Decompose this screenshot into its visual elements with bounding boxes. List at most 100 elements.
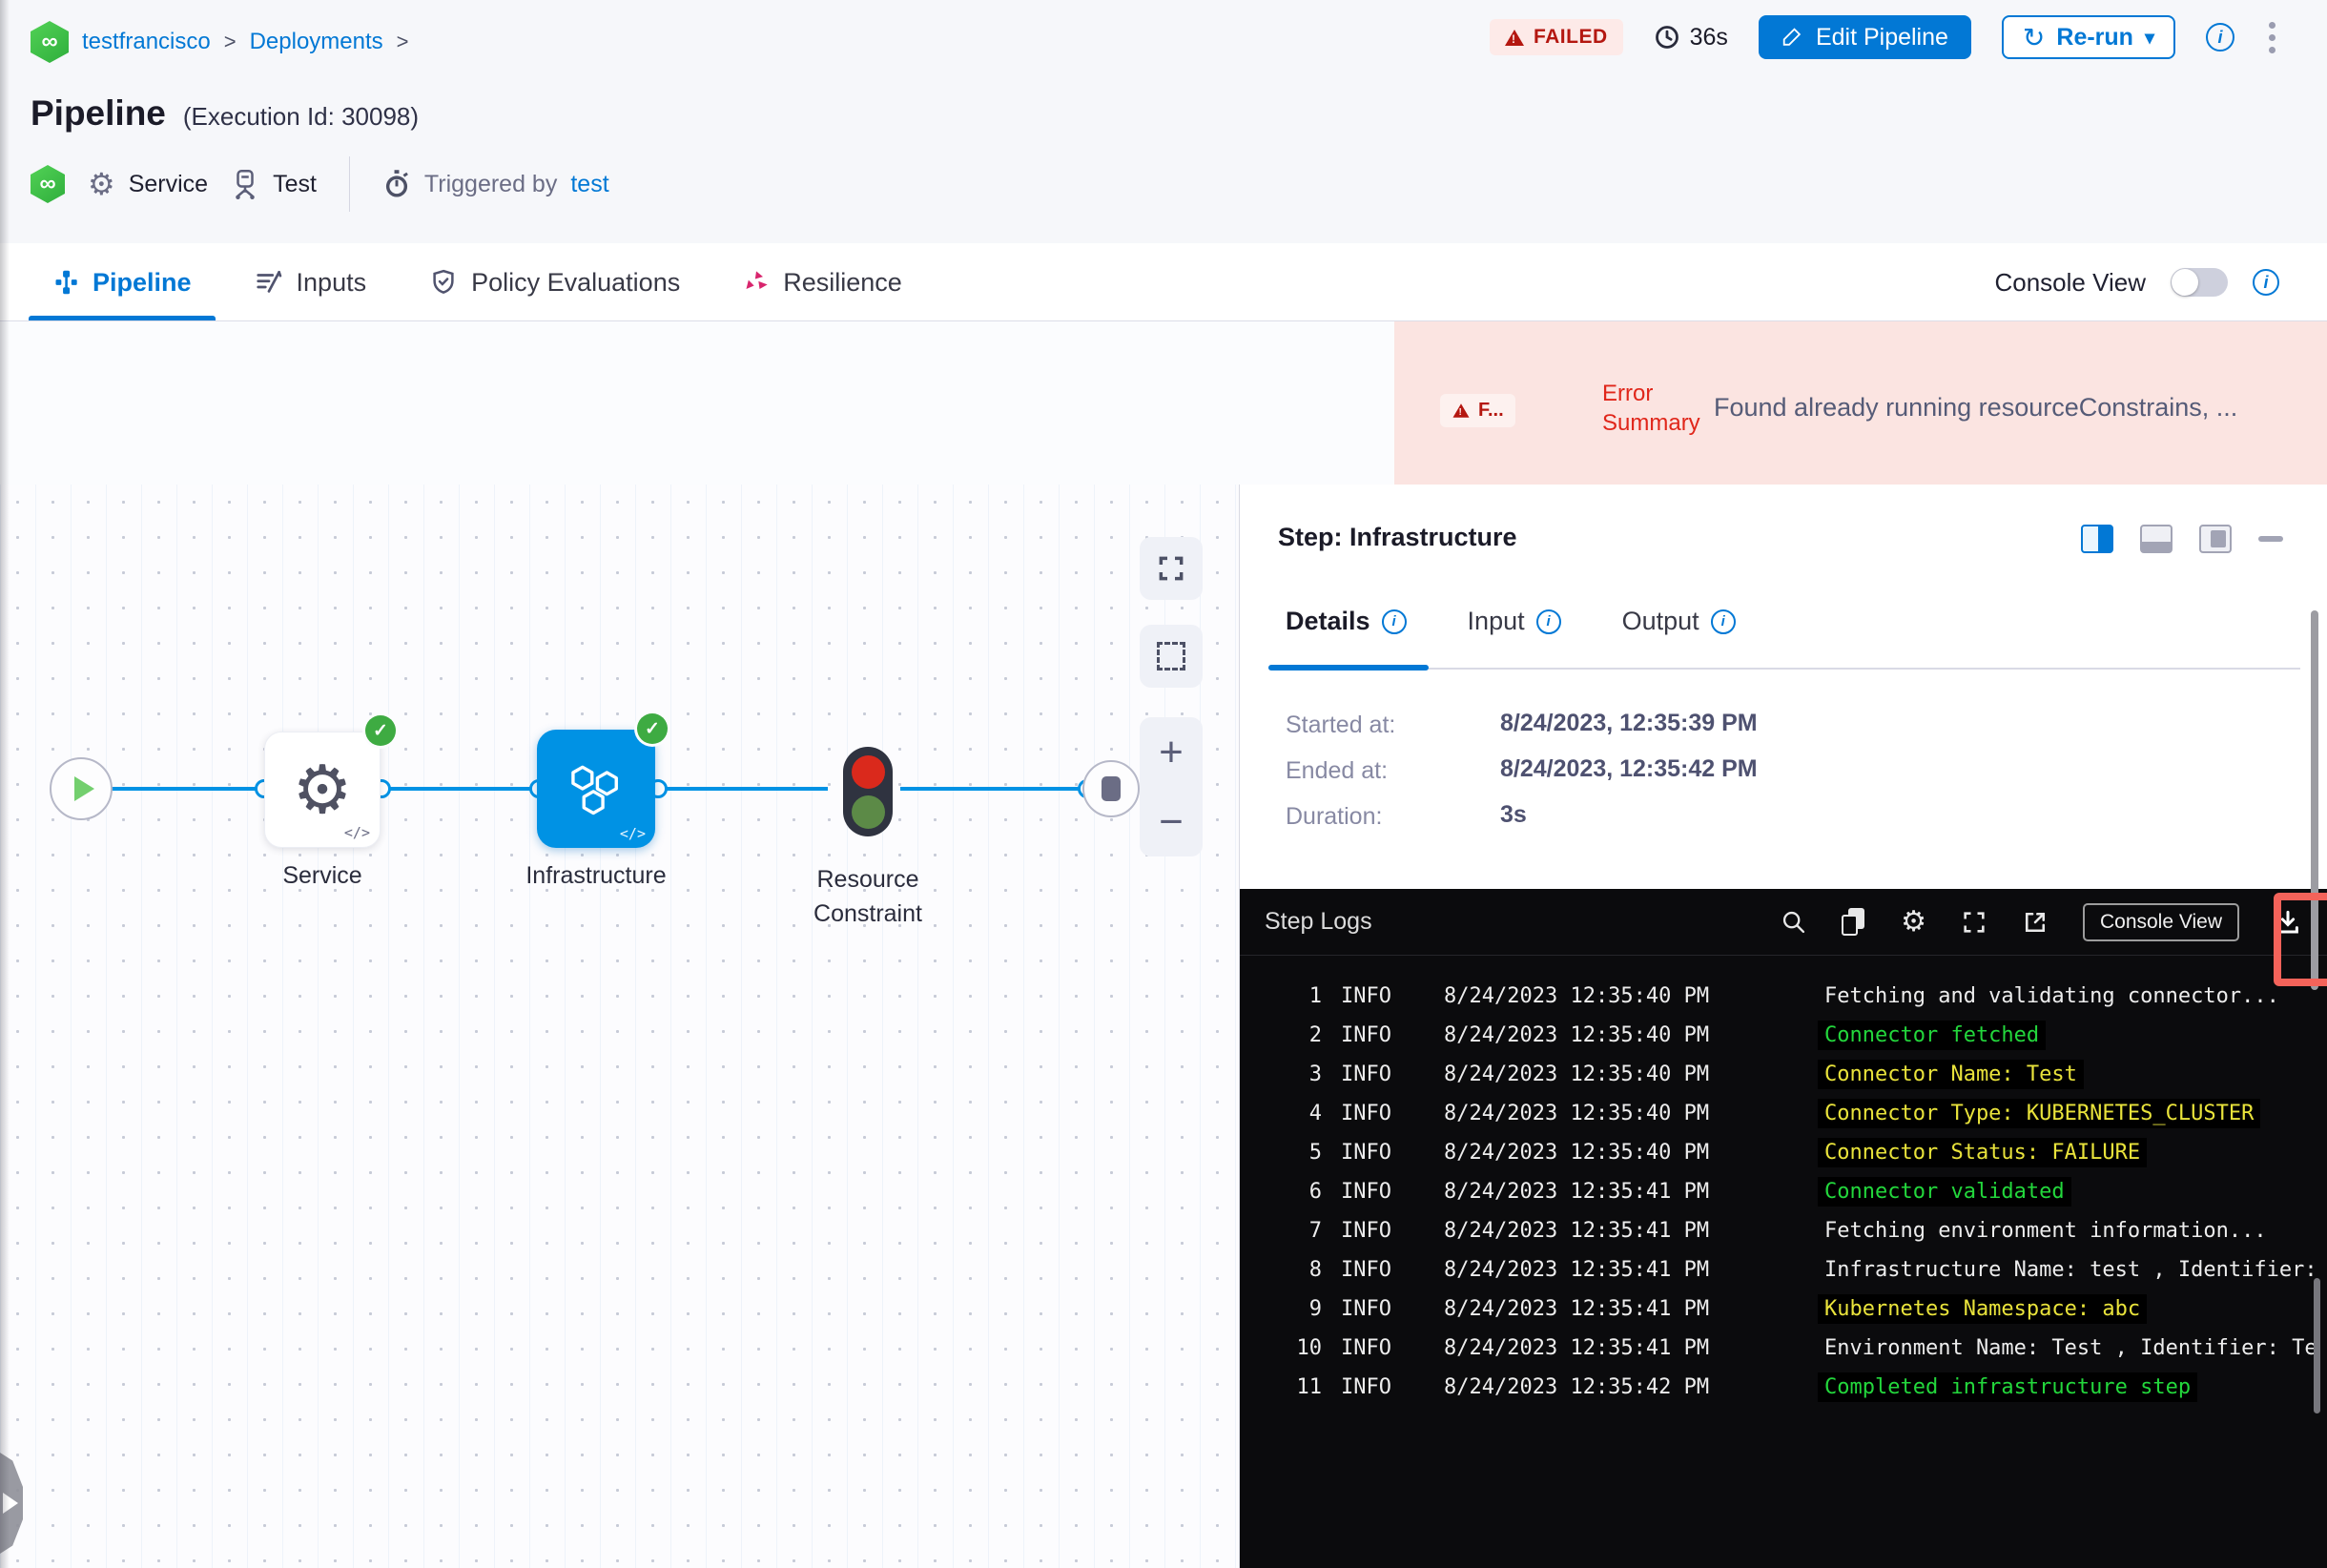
- detail-label: Started at:: [1286, 712, 1396, 738]
- copy-logs-icon[interactable]: [1842, 907, 1866, 937]
- error-summary-label: Error Summary: [1602, 381, 1700, 436]
- rerun-info-icon[interactable]: i: [2206, 23, 2234, 52]
- code-badge: </>: [343, 824, 370, 841]
- refresh-icon: ↻: [2022, 22, 2046, 52]
- play-icon: [73, 776, 94, 801]
- marquee-select-button[interactable]: [1140, 625, 1203, 688]
- info-icon[interactable]: i: [1535, 609, 1561, 634]
- breadcrumb-org-link[interactable]: testfrancisco: [82, 29, 211, 54]
- active-tab-underline: [29, 316, 216, 320]
- fullscreen-canvas-button[interactable]: [1140, 537, 1203, 600]
- service-meta[interactable]: ⚙ Service: [88, 167, 209, 201]
- chevron-right-icon: [3, 1493, 18, 1514]
- triggered-by-user-link[interactable]: test: [570, 170, 609, 197]
- execution-tabbar: Pipeline Inputs Policy Evaluations: [0, 243, 2327, 321]
- stop-icon: [1102, 776, 1121, 801]
- node-label-service: Service: [282, 862, 362, 889]
- console-view-info-icon[interactable]: i: [2253, 269, 2279, 296]
- step-logs-header: Step Logs ⚙ Console View: [1240, 889, 2327, 956]
- title-row: Pipeline (Execution Id: 30098): [31, 93, 419, 134]
- start-node[interactable]: [50, 757, 113, 820]
- clock-icon: [1655, 26, 1678, 49]
- layout-bottom-pane-icon[interactable]: [2140, 525, 2173, 553]
- pipeline-graph-canvas[interactable]: ⚙ </> ✓ Service </> ✓ Infrastructure Res…: [0, 485, 1240, 1568]
- tab-details[interactable]: Details i: [1286, 607, 1407, 636]
- error-summary-message[interactable]: Found already running resourceConstrains…: [1714, 393, 2238, 422]
- edge: [100, 787, 264, 791]
- fullscreen-icon: [1159, 556, 1184, 581]
- failed-badge-small: F...: [1440, 394, 1515, 427]
- zoom-in-button[interactable]: +: [1159, 728, 1184, 775]
- console-view-toggle[interactable]: [2171, 268, 2228, 297]
- panel-layout-controls: [2081, 525, 2283, 553]
- breadcrumb-separator: >: [223, 30, 237, 53]
- annotation-highlight-box: [2274, 893, 2327, 986]
- node-label-resource-constraint: Resource Constraint: [813, 866, 922, 927]
- breadcrumb: ∞ testfrancisco > Deployments >: [31, 21, 409, 63]
- search-icon[interactable]: [1781, 909, 1807, 936]
- marquee-select-icon: [1157, 642, 1185, 671]
- info-icon[interactable]: i: [1381, 609, 1407, 634]
- left-nav-shadow: [0, 0, 10, 1568]
- pipeline-icon: [55, 270, 77, 295]
- detail-value: 8/24/2023, 12:35:39 PM: [1500, 710, 1758, 736]
- tab-input[interactable]: Input i: [1468, 607, 1561, 636]
- info-icon[interactable]: i: [1710, 609, 1736, 634]
- service-gear-icon: ⚙: [292, 753, 353, 827]
- edit-pipeline-button[interactable]: Edit Pipeline: [1758, 15, 1971, 59]
- step-node-resource-constraint[interactable]: [843, 747, 893, 836]
- layout-right-pane-icon[interactable]: [2081, 525, 2113, 553]
- harness-logo-icon: ∞: [31, 165, 65, 203]
- traffic-red-light: [851, 754, 885, 789]
- console-view-button[interactable]: Console View: [2082, 902, 2239, 941]
- success-check-icon: ✓: [637, 713, 668, 744]
- execution-duration: 36s: [1654, 24, 1728, 52]
- log-settings-icon[interactable]: ⚙: [1901, 905, 1926, 938]
- stopwatch-icon: [385, 170, 408, 197]
- step-node-infrastructure[interactable]: </>: [537, 730, 655, 848]
- tabs-divider: [1268, 668, 2300, 670]
- breadcrumb-separator: >: [396, 30, 409, 53]
- layout-floating-pane-icon[interactable]: [2199, 525, 2232, 553]
- tab-resilience[interactable]: Resilience: [743, 268, 902, 298]
- infrastructure-hexagons-icon: [571, 765, 618, 815]
- resilience-chaos-icon: [746, 271, 768, 289]
- error-summary-zone: F... Error Summary Found already running…: [1394, 321, 2327, 485]
- step-node-service[interactable]: ⚙ </>: [264, 732, 381, 848]
- execution-id: (Execution Id: 30098): [182, 102, 420, 131]
- success-check-icon: ✓: [365, 715, 396, 746]
- zoom-out-button[interactable]: −: [1159, 797, 1184, 845]
- log-scrollbar[interactable]: [2314, 1278, 2320, 1413]
- gear-icon: ⚙: [88, 167, 115, 201]
- step-logs-console: Step Logs ⚙ Console View: [1240, 889, 2327, 1568]
- rerun-button[interactable]: ↻ Re-run ▾: [2001, 15, 2175, 59]
- fullscreen-logs-icon[interactable]: [1961, 909, 1987, 936]
- node-label-infrastructure: Infrastructure: [525, 862, 667, 889]
- triggered-by: Triggered by test: [382, 169, 609, 199]
- panel-scrollbar[interactable]: [2311, 610, 2318, 990]
- tab-inputs[interactable]: Inputs: [255, 268, 366, 298]
- more-options-menu[interactable]: [2265, 18, 2279, 57]
- open-in-new-icon[interactable]: [2022, 909, 2049, 936]
- stage-summary-band: deploy Started at: 8/24/2023, 12:35:11 P…: [0, 321, 2327, 764]
- environment-meta[interactable]: Test: [231, 168, 317, 200]
- breadcrumb-deployments-link[interactable]: Deployments: [249, 29, 383, 54]
- tab-output[interactable]: Output i: [1622, 607, 1736, 636]
- tab-pipeline[interactable]: Pipeline: [52, 268, 192, 298]
- minimize-panel-icon[interactable]: [2258, 536, 2283, 542]
- zoom-controls: + −: [1140, 717, 1203, 856]
- traffic-green-light: [851, 794, 885, 829]
- end-node[interactable]: [1082, 760, 1140, 817]
- shield-check-icon: [433, 269, 454, 294]
- tab-policy-evaluations[interactable]: Policy Evaluations: [429, 268, 680, 298]
- divider: [348, 156, 350, 212]
- warning-triangle-icon: [1504, 29, 1524, 46]
